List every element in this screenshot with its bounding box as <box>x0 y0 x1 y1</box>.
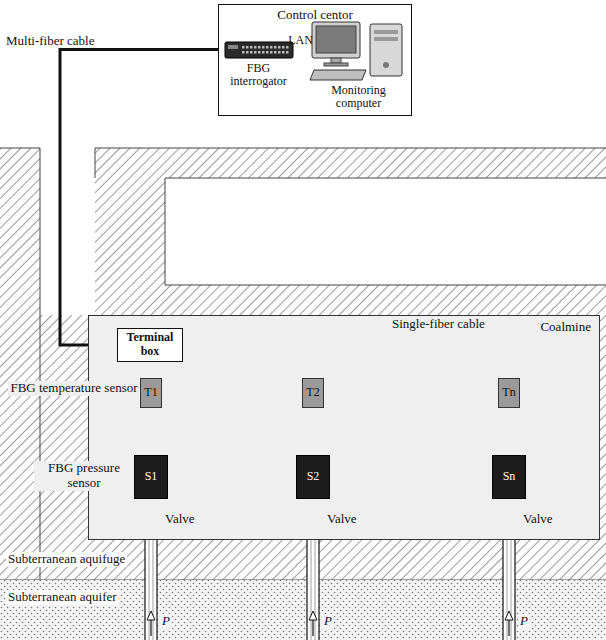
valve-label: Valve <box>325 512 359 527</box>
ground-outline <box>0 148 606 580</box>
pressure-symbol: P <box>322 614 334 629</box>
rock-hatch <box>0 148 606 580</box>
monitoring-computer: Monitoring computer <box>308 20 410 112</box>
node-label: Control centor <box>219 5 411 23</box>
sensor-label: FBG pressure sensor <box>34 461 134 491</box>
terminal-box: Terminal box <box>117 328 183 362</box>
pressure-sensor: S1 <box>134 455 168 499</box>
interrogator-icon <box>224 40 294 60</box>
pressure-symbol: P <box>160 614 172 629</box>
node-label: Coalmine <box>540 320 591 335</box>
control-center-box: Control centorFBG interrogatorMonitoring… <box>218 4 412 116</box>
temperature-sensor: T1 <box>140 378 162 408</box>
edge-label: LAN <box>288 34 313 48</box>
pressure-sensor: S2 <box>296 455 330 499</box>
temperature-sensor: Tn <box>498 378 520 408</box>
node-label: T2 <box>306 386 319 400</box>
valve-label: Valve <box>521 512 555 527</box>
cable-label: Multi-fiber cable <box>6 34 94 49</box>
node-label: Tn <box>502 386 515 400</box>
layer-label: Subterranean aquifer <box>6 590 119 605</box>
interrogator-device: FBG interrogator <box>224 40 294 90</box>
pressure-sensor: Sn <box>492 455 526 499</box>
computer-icon <box>308 20 410 82</box>
node-label: S2 <box>307 470 320 484</box>
layer-label: Subterranean aquifuge <box>6 552 127 567</box>
node-label: Sn <box>503 470 516 484</box>
node-label: FBG interrogator <box>224 62 294 90</box>
valve-label: Valve <box>163 512 197 527</box>
node-label: Terminal box <box>118 331 182 359</box>
coalmine-region: CoalmineTerminal boxT1S1 T2S2 TnSn <box>88 315 600 540</box>
pressure-symbol: P <box>518 614 530 629</box>
multi-fiber-cable <box>60 50 224 346</box>
node-label: S1 <box>145 470 158 484</box>
sensor-label: FBG temperature sensor <box>8 381 140 396</box>
node-label: T1 <box>144 386 157 400</box>
node-label: Monitoring computer <box>308 84 410 112</box>
temperature-sensor: T2 <box>302 378 324 408</box>
cable-label: Single-fiber cable <box>392 317 485 332</box>
